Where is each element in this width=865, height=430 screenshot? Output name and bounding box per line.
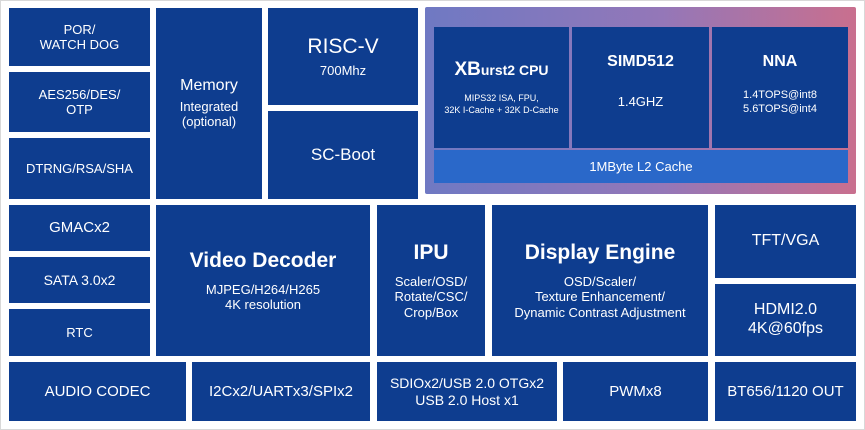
riscv-subtitle: 700Mhz (319, 62, 367, 78)
simd512-subtitle: 1.4GHZ (617, 93, 664, 109)
ipu-title: IPU (413, 241, 449, 265)
memory-block: Memory Integrated (optional) (156, 8, 262, 199)
bt656-label: BT656/1120 OUT (727, 382, 844, 400)
bt656-block: BT656/1120 OUT (715, 362, 856, 421)
simd512-title: SIMD512 (607, 53, 674, 70)
pwm-block: PWMx8 (563, 362, 708, 421)
xburst-subtitle: MIPS32 ISA, FPU, 32K I-Cache + 32K D-Cac… (444, 93, 559, 115)
gmac-block: GMACx2 (9, 205, 150, 251)
video-decoder-block: Video Decoder MJPEG/H264/H265 4K resolut… (156, 205, 370, 356)
sdio-usb-block: SDIOx2/USB 2.0 OTGx2 USB 2.0 Host x1 (377, 362, 557, 421)
gmac-label: GMACx2 (49, 219, 110, 237)
video-decoder-title: Video Decoder (189, 248, 337, 272)
xburst-cpu-block: XBurst2 CPU MIPS32 ISA, FPU, 32K I-Cache… (434, 27, 569, 148)
por-watchdog-label: POR/ WATCH DOG (39, 21, 120, 52)
video-decoder-subtitle: MJPEG/H264/H265 4K resolution (205, 281, 321, 312)
xburst-content: XBurst2 CPU MIPS32 ISA, FPU, 32K I-Cache… (434, 27, 569, 148)
display-engine-block: Display Engine OSD/Scaler/ Texture Enhan… (492, 205, 708, 356)
nna-subtitle: 1.4TOPS@int8 5.6TOPS@int4 (743, 88, 817, 116)
por-watchdog-block: POR/ WATCH DOG (9, 8, 150, 66)
nna-content: NNA 1.4TOPS@int8 5.6TOPS@int4 (712, 27, 848, 148)
hdmi-label: HDMI2.0 4K@60fps (748, 301, 823, 337)
display-engine-subtitle: OSD/Scaler/ Texture Enhancement/ Dynamic… (514, 273, 686, 320)
rtc-label: RTC (66, 324, 93, 340)
sata-block: SATA 3.0x2 (9, 257, 150, 303)
rtc-block: RTC (9, 309, 150, 356)
tft-vga-block: TFT/VGA (715, 205, 856, 278)
cpu-cluster-region: XBurst2 CPU MIPS32 ISA, FPU, 32K I-Cache… (425, 7, 856, 194)
aes-otp-label: AES256/DES/ OTP (38, 86, 121, 117)
simd512-content: SIMD512 1.4GHZ (572, 27, 709, 148)
display-engine-title: Display Engine (524, 241, 676, 265)
i2c-uart-spi-label: I2Cx2/UARTx3/SPIx2 (209, 382, 353, 400)
tft-vga-label: TFT/VGA (751, 232, 820, 250)
xburst-title: XBurst2 CPU (454, 59, 549, 81)
nna-block: NNA 1.4TOPS@int8 5.6TOPS@int4 (712, 27, 848, 148)
pwm-label: PWMx8 (609, 382, 662, 400)
scboot-block: SC-Boot (268, 111, 418, 199)
ipu-subtitle: Scaler/OSD/ Rotate/CSC/ Crop/Box (394, 273, 468, 320)
nna-title: NNA (762, 53, 798, 70)
l2-cache-block: 1MByte L2 Cache (434, 150, 848, 183)
dtrng-block: DTRNG/RSA/SHA (9, 138, 150, 199)
sata-label: SATA 3.0x2 (43, 271, 116, 288)
audio-codec-label: AUDIO CODEC (44, 382, 151, 400)
audio-codec-block: AUDIO CODEC (9, 362, 186, 421)
sdio-usb-label: SDIOx2/USB 2.0 OTGx2 USB 2.0 Host x1 (389, 374, 545, 408)
aes-otp-block: AES256/DES/ OTP (9, 72, 150, 132)
scboot-label: SC-Boot (310, 144, 376, 164)
dtrng-label: DTRNG/RSA/SHA (26, 160, 133, 176)
i2c-uart-spi-block: I2Cx2/UARTx3/SPIx2 (192, 362, 370, 421)
hdmi-block: HDMI2.0 4K@60fps (715, 284, 856, 356)
memory-subtitle: Integrated (optional) (179, 99, 239, 130)
ipu-block: IPU Scaler/OSD/ Rotate/CSC/ Crop/Box (377, 205, 485, 356)
memory-title: Memory (180, 77, 238, 95)
simd512-block: SIMD512 1.4GHZ (572, 27, 709, 148)
riscv-block: RISC-V 700Mhz (268, 8, 418, 105)
riscv-title: RISC-V (307, 34, 379, 58)
l2-cache-label: 1MByte L2 Cache (589, 158, 693, 174)
